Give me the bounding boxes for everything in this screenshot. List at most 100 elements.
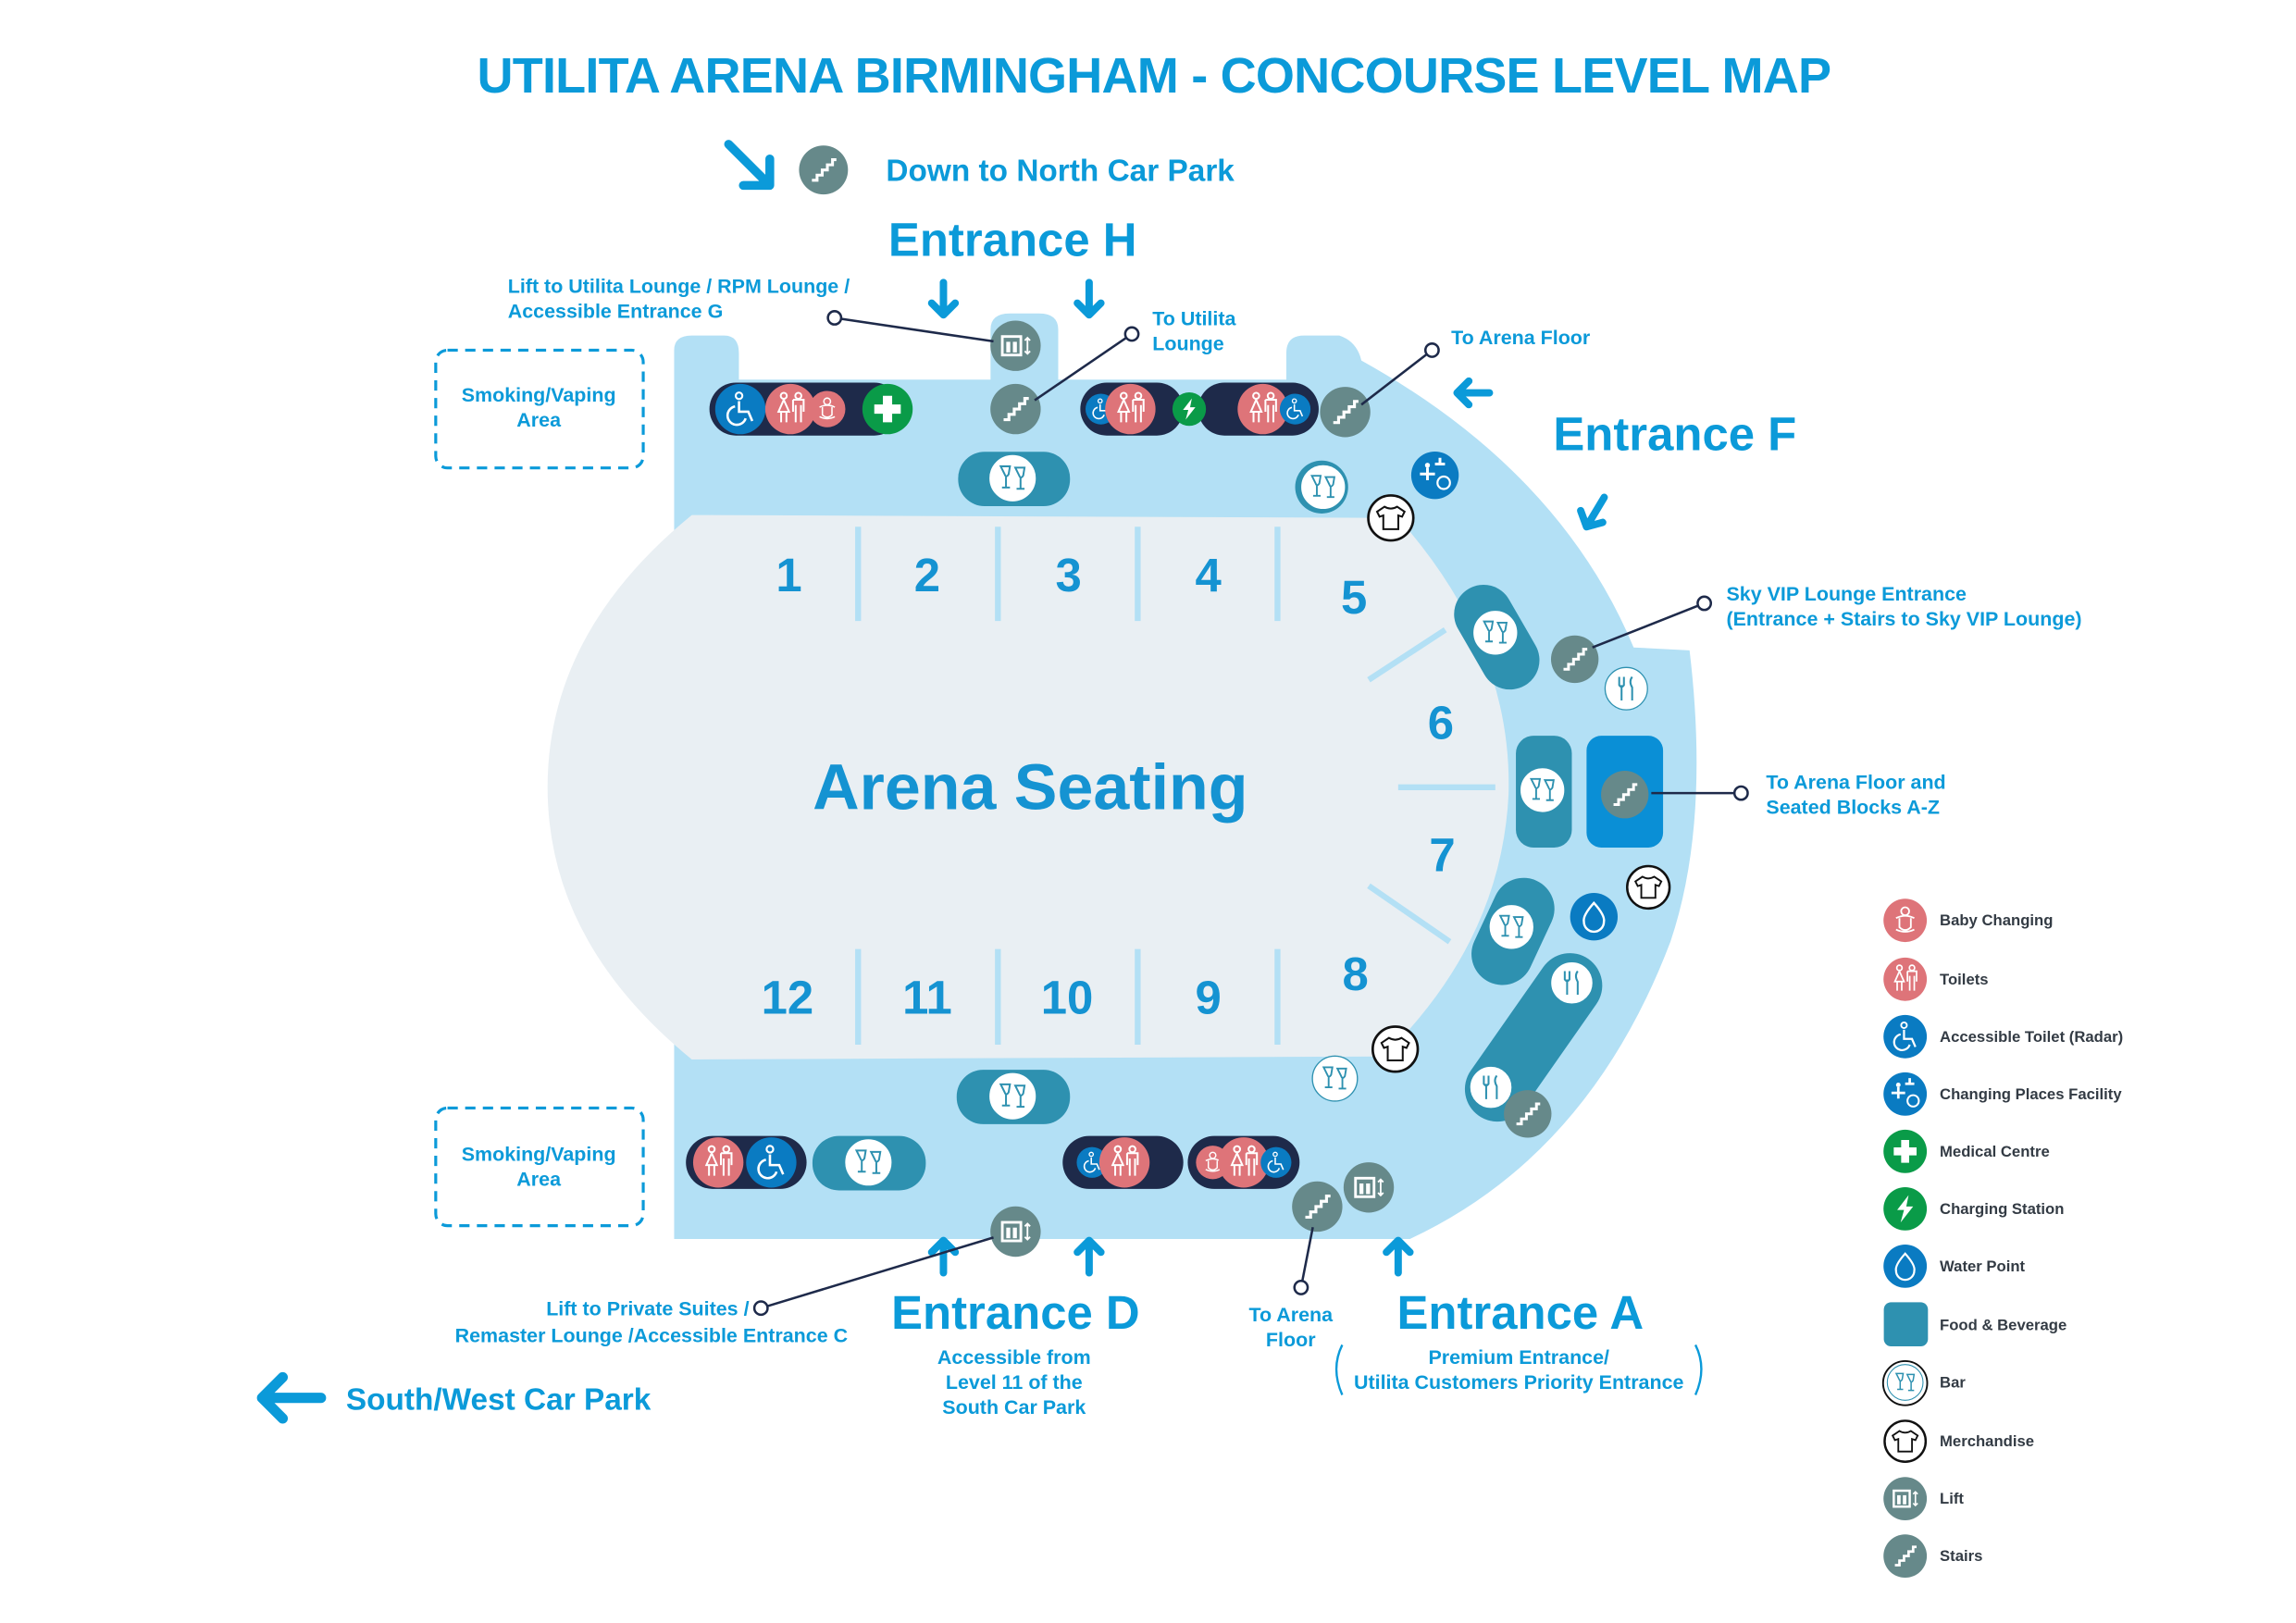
smoking-area-label: Smoking/Vaping <box>462 1144 616 1166</box>
block-3: 3 <box>1055 549 1081 601</box>
block-8: 8 <box>1343 948 1369 1000</box>
toilets-icon <box>1882 957 1928 1002</box>
accessible-toilet-icon <box>744 1135 798 1189</box>
up-arrow-icon <box>927 1236 960 1277</box>
bar-icon <box>987 1071 1037 1121</box>
stairs-icon <box>1549 634 1600 685</box>
medical-centre-icon <box>1883 1129 1928 1173</box>
legend-label: Accessible Toilet (Radar) <box>1940 1028 2123 1046</box>
bar-icon <box>1299 464 1347 511</box>
medical-centre-icon <box>862 383 913 435</box>
callout-dot <box>1696 595 1713 612</box>
lift-g-label: Lift to Utilita Lounge / RPM Lounge / <box>508 275 850 297</box>
baby-changing-icon <box>1882 898 1929 944</box>
smoking-area-top <box>434 348 645 470</box>
arena-floor-label: To Arena Floor <box>1451 327 1591 349</box>
lift-c-label: Lift to Private Suites / <box>546 1298 749 1320</box>
food-icon <box>1469 1065 1513 1110</box>
stairs-icon <box>988 382 1043 436</box>
block-1: 1 <box>776 549 801 601</box>
bar-icon <box>843 1137 894 1188</box>
block-5: 5 <box>1341 571 1367 624</box>
bar-icon <box>1519 766 1566 814</box>
down-arrow-icon <box>1074 279 1105 319</box>
south-west-car-park-label: South/West Car Park <box>346 1382 652 1417</box>
arena-floor-blocks-label: To Arena Floor and <box>1766 771 1945 793</box>
changing-places-icon <box>1882 1071 1929 1117</box>
callout-dot <box>1293 1280 1309 1295</box>
merchandise-icon <box>1883 1419 1928 1464</box>
left-arrow-icon <box>256 1371 327 1424</box>
callout-line <box>1034 332 1133 402</box>
legend-label: Merchandise <box>1940 1432 2034 1450</box>
charging-station-icon <box>1172 391 1207 427</box>
entrance-d-note: Accessible from <box>937 1346 1091 1369</box>
entrance-d-note: Level 11 of the <box>946 1371 1083 1394</box>
entrance-a-note: Premium Entrance/ <box>1428 1346 1609 1369</box>
bar-icon <box>1886 1363 1924 1402</box>
block-2: 2 <box>914 549 940 601</box>
stairs-icon <box>798 143 850 196</box>
toilets-icon <box>1098 1136 1151 1189</box>
toilets-icon <box>1104 382 1157 436</box>
bracket <box>1334 1344 1703 1396</box>
legend-label: Stairs <box>1940 1547 1982 1565</box>
stairs-icon <box>1502 1088 1553 1139</box>
utilita-lounge-label: To Utilita <box>1152 307 1236 329</box>
sky-vip-label: Sky VIP Lounge Entrance <box>1726 583 1967 605</box>
block-11: 11 <box>902 972 952 1024</box>
lift-icon <box>1342 1160 1396 1214</box>
accessible-toilet-icon <box>1882 1013 1929 1059</box>
map-title: UTILITA ARENA BIRMINGHAM - CONCOURSE LEV… <box>478 48 1831 104</box>
block-7: 7 <box>1429 828 1455 881</box>
arena-floor-bottom-label: Floor <box>1266 1329 1316 1351</box>
lift-icon <box>988 1205 1043 1258</box>
arena-floor-bottom-label: To Arena <box>1248 1304 1334 1326</box>
arena-seating-label: Arena Seating <box>813 751 1247 824</box>
entrance-d-label: Entrance D <box>891 1286 1140 1339</box>
water-point-icon <box>1569 891 1620 942</box>
utilita-lounge-label: Lounge <box>1152 332 1224 354</box>
bar-icon <box>987 453 1037 503</box>
block-4: 4 <box>1196 549 1222 601</box>
entrance-h-label: Entrance H <box>888 214 1137 266</box>
merchandise-icon <box>1625 864 1671 911</box>
food-icon <box>1549 960 1595 1006</box>
merchandise-icon <box>1371 1025 1420 1073</box>
lift-c-label: Remaster Lounge /Accessible Entrance C <box>455 1324 848 1346</box>
callout-dot <box>752 1300 769 1317</box>
legend-label: Charging Station <box>1940 1200 2064 1218</box>
changing-places-icon <box>1409 450 1460 501</box>
arena-floor-blocks-label: Seated Blocks A-Z <box>1766 796 1940 818</box>
north-car-park-label: Down to North Car Park <box>886 155 1235 189</box>
accessible-toilet-icon <box>1279 392 1311 426</box>
bar-icon <box>1311 1055 1359 1102</box>
food-beverage-swatch <box>1883 1302 1929 1347</box>
toilets-icon <box>691 1136 745 1189</box>
block-12: 12 <box>762 972 814 1024</box>
bar-icon <box>1471 609 1520 657</box>
accessible-toilet-icon <box>714 382 767 436</box>
callout-line <box>1592 601 1706 649</box>
legend-label: Food & Beverage <box>1940 1317 2066 1334</box>
up-arrow-icon <box>1383 1236 1414 1277</box>
block-6: 6 <box>1428 696 1454 749</box>
down-arrow-icon <box>927 279 960 319</box>
callout-dot <box>1732 785 1749 801</box>
block-10: 10 <box>1041 972 1094 1024</box>
smoking-area-bottom <box>434 1106 645 1228</box>
lift-icon <box>988 319 1043 373</box>
up-arrow-icon <box>1074 1236 1105 1277</box>
entrance-f-label: Entrance F <box>1553 408 1796 461</box>
callout-line <box>834 316 994 343</box>
down-arrow-icon <box>1577 493 1608 531</box>
block-9: 9 <box>1196 972 1222 1024</box>
toilets-icon <box>763 382 817 436</box>
baby-changing-icon <box>808 390 847 428</box>
accessible-toilet-icon <box>1260 1146 1293 1179</box>
food-icon <box>1604 666 1649 712</box>
stairs-icon <box>1290 1180 1344 1233</box>
bar-icon <box>1488 903 1535 951</box>
smoking-area-label: Smoking/Vaping <box>462 384 616 406</box>
